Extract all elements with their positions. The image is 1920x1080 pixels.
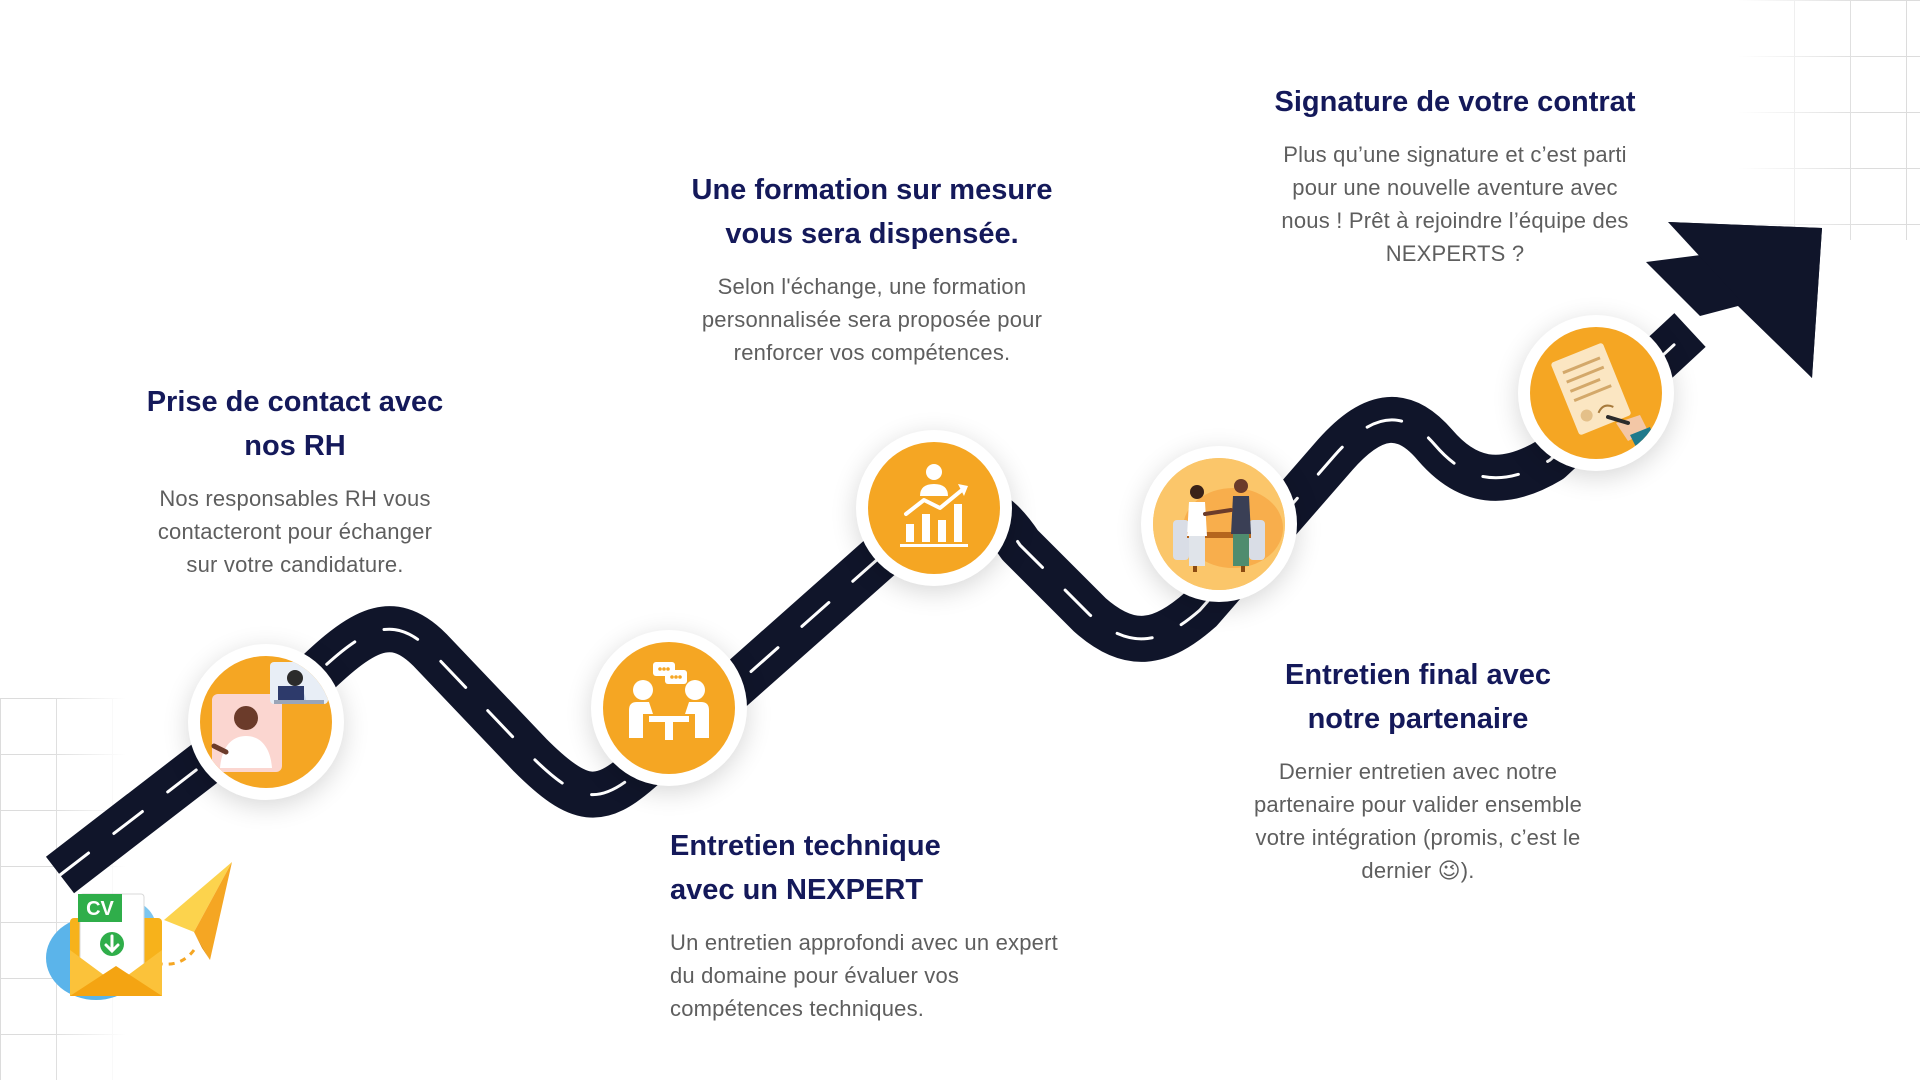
step-4-description: Dernier entretien avec notre partenaire … bbox=[1188, 755, 1648, 887]
step-2-desc-line3: compétences techniques. bbox=[670, 996, 925, 1021]
step-5-icon-circle bbox=[1518, 315, 1674, 471]
step-1-title-line2: nos RH bbox=[244, 430, 346, 462]
step-3-desc-line1: Selon l'échange, une formation bbox=[717, 274, 1027, 299]
step-2-title-line1: Entretien technique bbox=[670, 830, 941, 862]
step-5-desc-line2: pour une nouvelle aventure avec bbox=[1292, 175, 1618, 200]
step-3-title-line1: Une formation sur mesure bbox=[691, 174, 1053, 206]
step-4-desc-line3: votre intégration (promis, c’est le bbox=[1255, 825, 1581, 850]
cv-envelope-icon: CV bbox=[46, 862, 232, 1000]
step-1-desc-line2: contacteront pour échanger bbox=[157, 519, 433, 544]
step-1-desc-line3: sur votre candidature. bbox=[186, 552, 404, 577]
step-4-text: Entretien final avec notre partenaire De… bbox=[1188, 653, 1648, 887]
step-1-title: Prise de contact avec nos RH bbox=[95, 380, 495, 468]
arrow-head-core bbox=[1668, 222, 1822, 378]
step-1-description: Nos responsables RH vous contacteront po… bbox=[95, 482, 495, 581]
step-5-description: Plus qu’une signature et c’est parti pou… bbox=[1220, 138, 1690, 270]
step-2-desc-line1: Un entretien approfondi avec un expert bbox=[670, 930, 1058, 955]
contract-signature-icon bbox=[1551, 343, 1656, 451]
step-2-icon-circle bbox=[591, 630, 747, 786]
step-4-desc-line1: Dernier entretien avec notre bbox=[1278, 759, 1558, 784]
step-3-title: Une formation sur mesure vous sera dispe… bbox=[632, 168, 1112, 256]
step-5-text: Signature de votre contrat Plus qu’une s… bbox=[1220, 80, 1690, 270]
step-4-title: Entretien final avec notre partenaire bbox=[1188, 653, 1648, 741]
step-2-title: Entretien technique avec un NEXPERT bbox=[670, 824, 1190, 912]
step-2-text: Entretien technique avec un NEXPERT Un e… bbox=[670, 824, 1190, 1025]
step-1-title-line1: Prise de contact avec bbox=[146, 386, 444, 418]
step-5-desc-line4: NEXPERTS ? bbox=[1385, 241, 1525, 266]
step-2-title-line2: avec un NEXPERT bbox=[670, 874, 924, 906]
interview-icon bbox=[629, 662, 709, 740]
step-3-description: Selon l'échange, une formation personnal… bbox=[632, 270, 1112, 369]
step-3-title-line2: vous sera dispensée. bbox=[725, 218, 1019, 250]
step-5-title: Signature de votre contrat bbox=[1220, 80, 1690, 124]
hr-video-call-icon bbox=[211, 662, 328, 772]
step-2-desc-line2: du domaine pour évaluer vos bbox=[670, 963, 960, 988]
step-3-icon-circle bbox=[856, 430, 1012, 586]
step-5-title-line1: Signature de votre contrat bbox=[1274, 86, 1636, 118]
step-4-desc-line4: dernier 😉). bbox=[1361, 858, 1475, 883]
step-3-desc-line3: renforcer vos compétences. bbox=[733, 340, 1011, 365]
road-center-line bbox=[58, 328, 1692, 877]
step-2-description: Un entretien approfondi avec un expert d… bbox=[670, 926, 1190, 1025]
step-5-desc-line3: nous ! Prêt à rejoindre l’équipe des bbox=[1281, 208, 1629, 233]
step-1-desc-line1: Nos responsables RH vous bbox=[159, 486, 431, 511]
step-5-desc-line1: Plus qu’une signature et c’est parti bbox=[1283, 142, 1627, 167]
step-1-text: Prise de contact avec nos RH Nos respons… bbox=[95, 380, 495, 581]
step-4-desc-line2: partenaire pour valider ensemble bbox=[1253, 792, 1583, 817]
step-4-title-line1: Entretien final avec bbox=[1285, 659, 1551, 691]
step-1-icon-circle bbox=[188, 644, 344, 800]
step-4-title-line2: notre partenaire bbox=[1307, 703, 1529, 735]
step-3-text: Une formation sur mesure vous sera dispe… bbox=[632, 168, 1112, 369]
growth-chart-icon bbox=[900, 464, 968, 547]
handshake-icon bbox=[1153, 458, 1285, 590]
step-3-desc-line2: personnalisée sera proposée pour bbox=[701, 307, 1043, 332]
step-4-icon-circle bbox=[1141, 446, 1297, 602]
cv-label: CV bbox=[86, 898, 114, 920]
